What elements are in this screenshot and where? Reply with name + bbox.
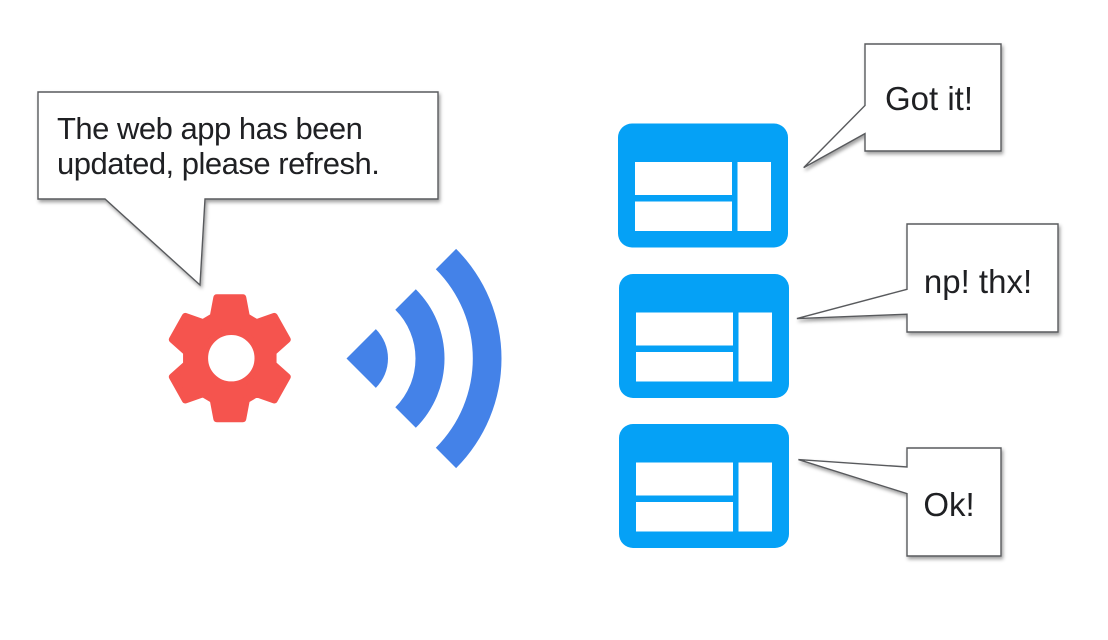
svg-text:np! thx!: np! thx! <box>924 263 1032 300</box>
svg-text:Ok!: Ok! <box>923 486 974 523</box>
svg-text:The web app has been: The web app has been <box>57 111 362 146</box>
svg-text:Got it!: Got it! <box>885 80 973 117</box>
svg-text:updated, please refresh.: updated, please refresh. <box>57 146 379 181</box>
